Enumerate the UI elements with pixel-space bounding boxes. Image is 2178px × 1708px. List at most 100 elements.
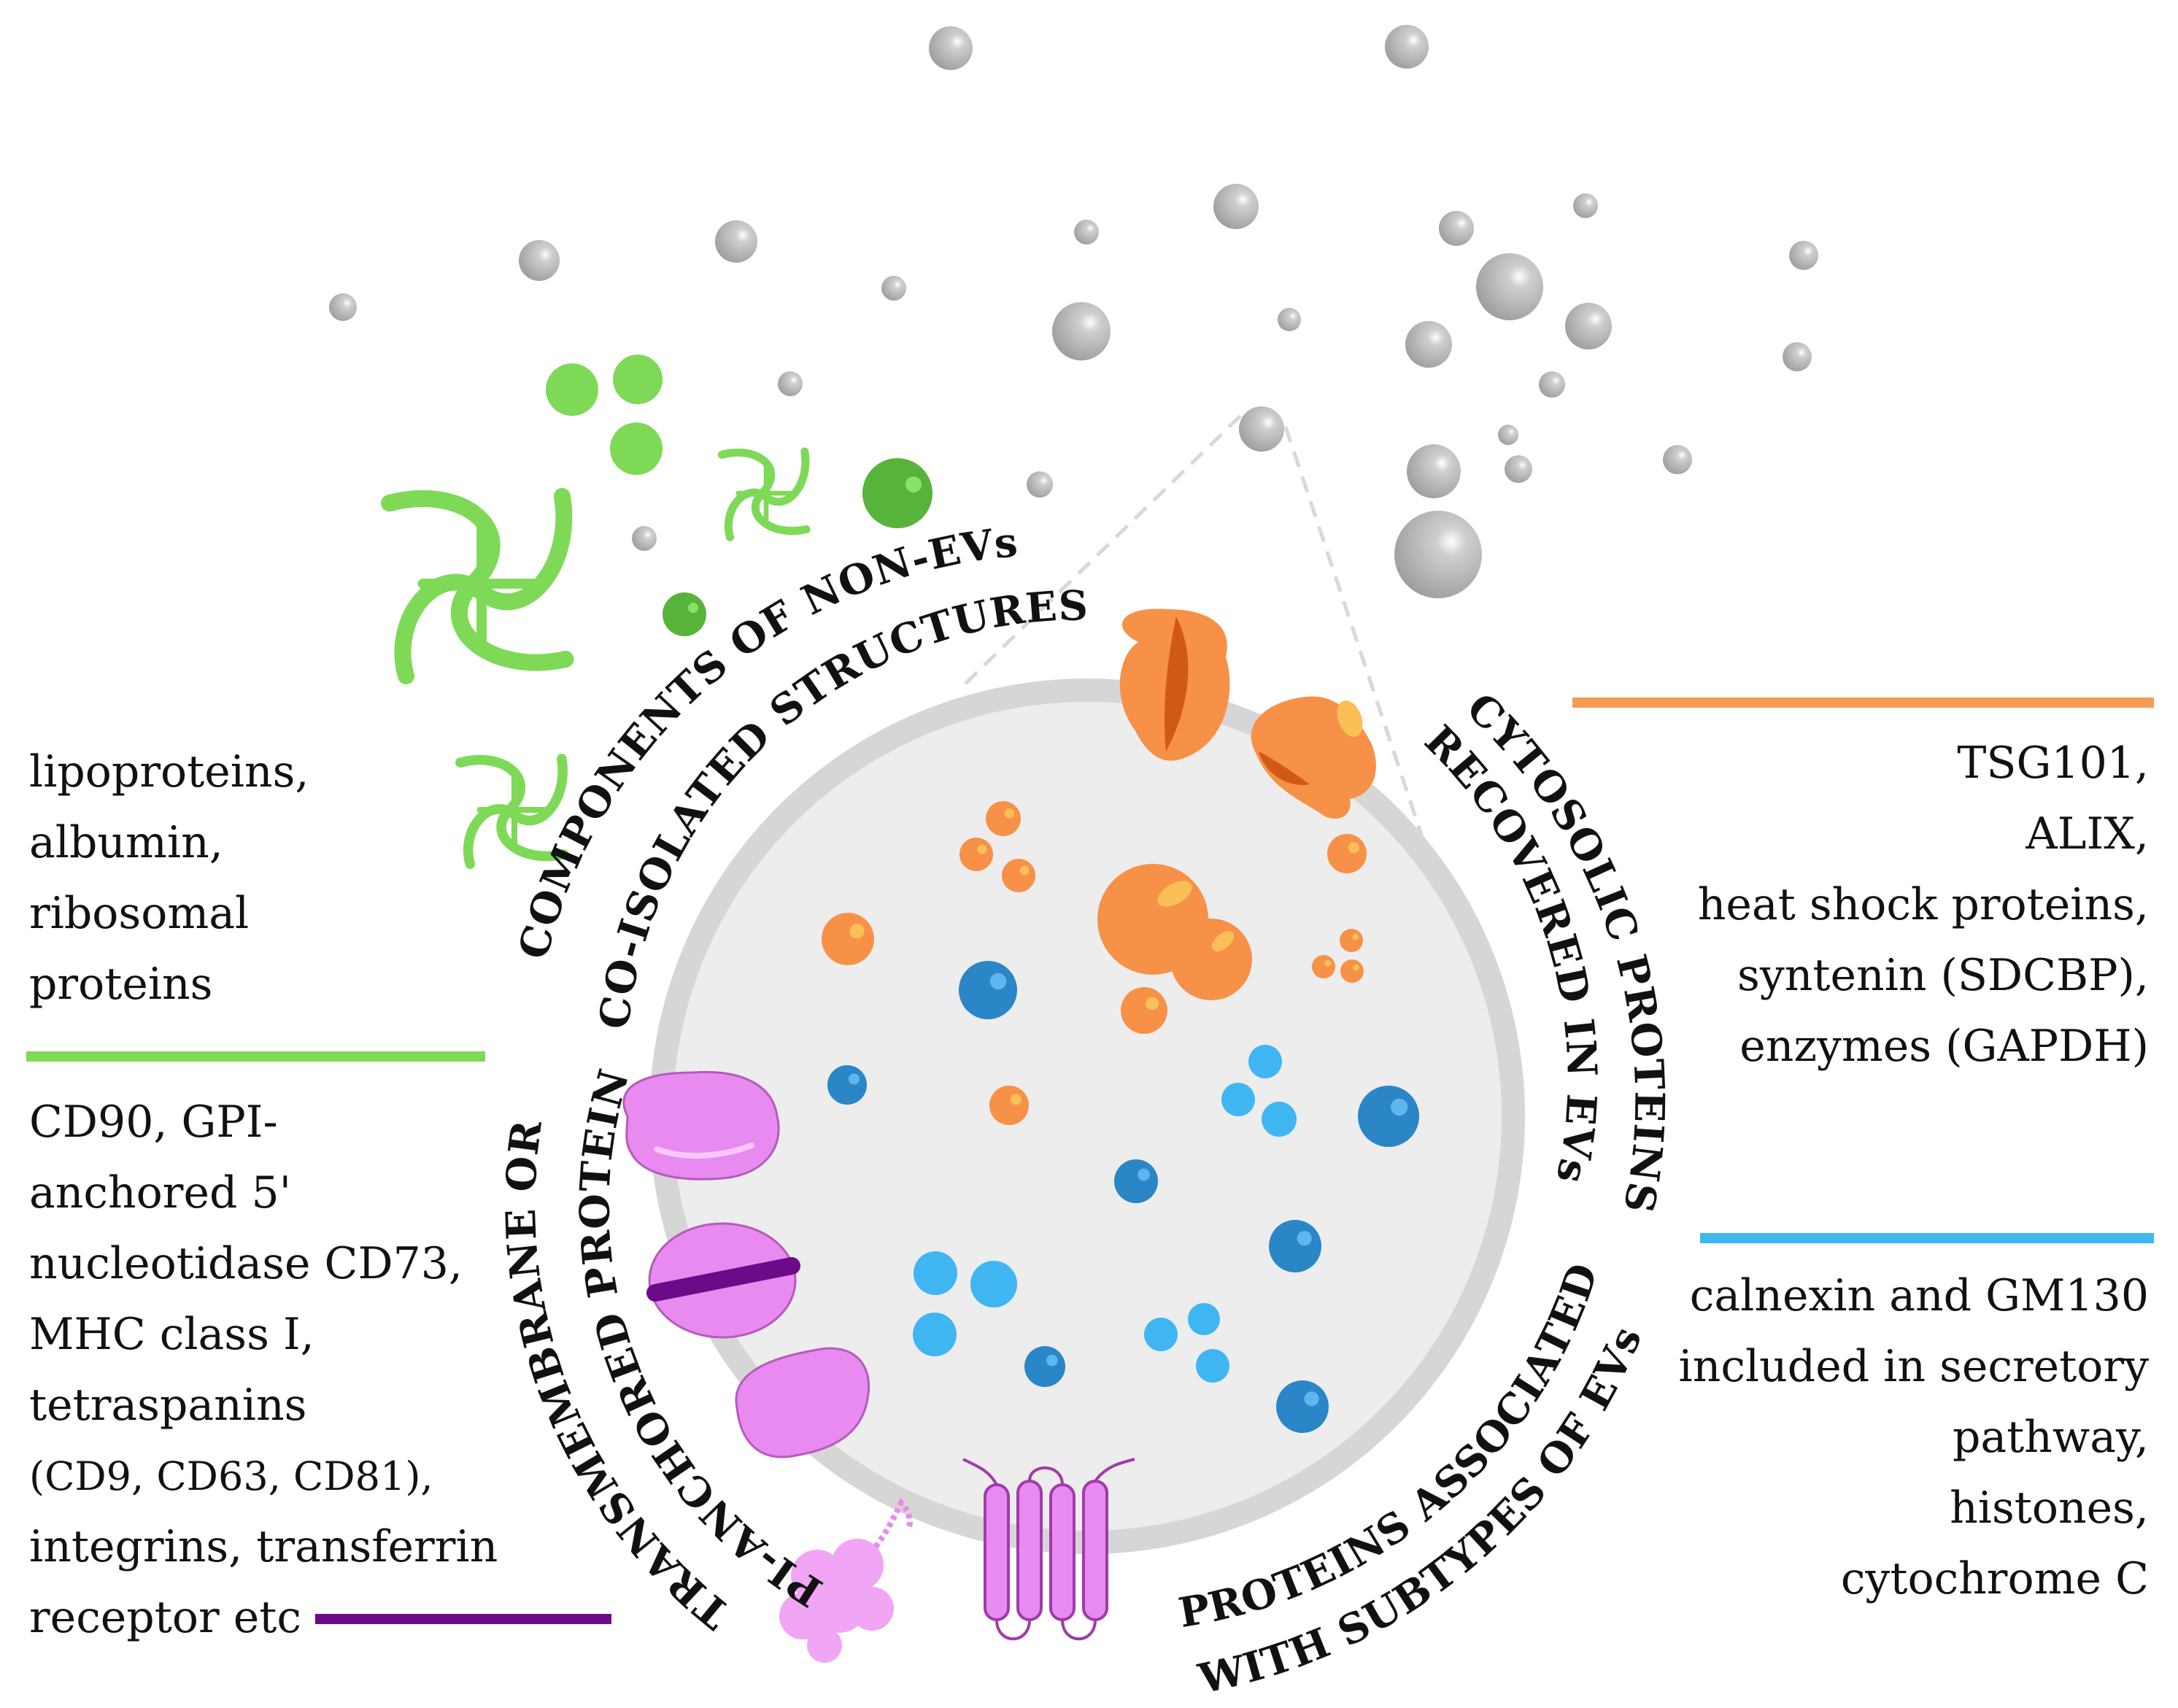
cytosolic-proteins xyxy=(822,608,1376,1125)
subtype-proteins-list: calnexin and GM130 included in secretory… xyxy=(1679,1261,2149,1615)
grey-ev-particle xyxy=(1789,241,1818,270)
list-item: cytochrome C xyxy=(1840,1553,2149,1604)
light-blue-protein xyxy=(1262,1102,1297,1137)
light-blue-protein xyxy=(1144,1318,1178,1351)
orange-cytosolic-protein xyxy=(822,913,874,965)
category-separator-lines xyxy=(26,698,2154,1624)
light-blue-protein xyxy=(914,1251,957,1295)
orange-membrane-channel-icon xyxy=(1119,608,1230,761)
orange-cytosolic-protein xyxy=(1340,959,1364,983)
list-item: calnexin and GM130 xyxy=(1689,1270,2149,1321)
green-albumin-particle xyxy=(663,592,706,636)
zoom-line-left xyxy=(962,414,1242,687)
grey-ev-particle xyxy=(1407,444,1461,498)
grey-ev-particle xyxy=(1394,511,1482,598)
dark-blue-protein xyxy=(1269,1220,1321,1272)
orange-cytosolic-protein xyxy=(1340,929,1363,952)
list-item: tetraspanins xyxy=(29,1380,307,1431)
green-lipoprotein-particle xyxy=(610,422,663,475)
list-item: included in secretory xyxy=(1678,1341,2149,1392)
orange-cytosolic-protein-highlight xyxy=(977,844,987,854)
dark-blue-protein xyxy=(1114,1159,1158,1203)
albumin-highlight xyxy=(688,603,698,613)
grey-ev-particle xyxy=(1565,303,1612,349)
list-item: anchored 5' xyxy=(29,1167,292,1218)
list-item: lipoproteins, xyxy=(29,746,309,797)
list-item: pathway, xyxy=(1952,1412,2149,1463)
orange-cytosolic-protein xyxy=(1121,987,1167,1034)
grey-ev-particle xyxy=(329,293,357,321)
orange-cytosolic-protein-highlight xyxy=(1004,808,1015,819)
green-albumin-particle xyxy=(862,458,932,528)
grey-ev-particle xyxy=(519,240,560,281)
grey-ev-particle xyxy=(632,526,657,551)
grey-ev-particle xyxy=(1052,302,1111,360)
dark-blue-protein-highlight xyxy=(848,1073,860,1085)
ribosomal-protein-large-icon xyxy=(381,487,574,684)
list-item: albumin, xyxy=(29,817,223,868)
orange-cytosolic-protein xyxy=(959,838,993,871)
dark-blue-protein xyxy=(1358,1086,1419,1147)
light-blue-protein xyxy=(1196,1349,1229,1383)
grey-ev-particle xyxy=(881,276,906,301)
list-item: histones, xyxy=(1950,1483,2149,1534)
grey-ev-particle xyxy=(1405,321,1452,368)
grey-ev-particle xyxy=(1239,406,1284,452)
orange-cytosolic-protein-highlight xyxy=(1348,842,1360,854)
pink-channel-protein-icon xyxy=(646,1222,800,1339)
orange-cytosolic-protein-highlight xyxy=(1010,1094,1022,1105)
grey-ev-particle xyxy=(715,220,757,263)
transmembrane-proteins xyxy=(622,1070,1135,1663)
grey-ev-particle xyxy=(778,371,803,396)
orange-receptor-icon xyxy=(1251,696,1376,819)
orange-cytosolic-protein xyxy=(986,801,1021,836)
light-blue-protein xyxy=(1248,1045,1282,1078)
grey-ev-particles xyxy=(329,25,1818,598)
orange-protein-highlight xyxy=(1211,931,1235,951)
list-item: integrins, transferrin xyxy=(29,1521,498,1572)
grey-ev-particle xyxy=(1783,342,1812,371)
list-item: heat shock proteins, xyxy=(1697,879,2149,930)
grey-ev-particle xyxy=(1027,471,1053,498)
orange-cytosolic-protein-highlight xyxy=(1324,959,1332,967)
dark-blue-protein xyxy=(1024,1346,1065,1387)
list-item: ALIX, xyxy=(2026,808,2149,859)
light-blue-protein xyxy=(913,1313,957,1356)
orange-large-protein xyxy=(1170,919,1252,1000)
grey-ev-particle xyxy=(1074,220,1099,244)
albumin-highlight xyxy=(905,476,922,492)
list-item: nucleotidase CD73, xyxy=(29,1238,463,1289)
orange-cytosolic-protein xyxy=(1312,955,1335,978)
grey-ev-particle xyxy=(1213,184,1259,229)
green-lipoprotein-particle xyxy=(546,363,598,416)
orange-cytosolic-protein-highlight xyxy=(1146,997,1159,1010)
grey-ev-particle xyxy=(1385,25,1429,69)
cytosolic-proteins-list: TSG101, ALIX, heat shock proteins, synte… xyxy=(1698,728,2149,1082)
grey-ev-particle xyxy=(1498,425,1518,445)
list-item: CD90, GPI- xyxy=(29,1097,278,1148)
list-item: receptor etc xyxy=(29,1592,301,1643)
dark-blue-protein xyxy=(1276,1380,1329,1433)
extracellular-vesicle xyxy=(649,679,1525,1554)
list-item: ribosomal xyxy=(29,888,250,939)
pink-membrane-protein-bottom-icon xyxy=(735,1347,870,1458)
dark-blue-protein-highlight xyxy=(1297,1231,1312,1246)
list-item: TSG101, xyxy=(1957,738,2149,789)
dark-blue-protein-highlight xyxy=(1138,1168,1150,1181)
orange-cytosolic-protein-highlight xyxy=(1352,933,1359,940)
orange-protein-highlight xyxy=(1157,881,1192,907)
transmembrane-proteins-list: CD90, GPI- anchored 5' nucleotidase CD73… xyxy=(29,1087,498,1653)
orange-cytosolic-protein xyxy=(989,1086,1029,1125)
grey-ev-particle xyxy=(1663,445,1692,474)
light-blue-protein xyxy=(1188,1303,1220,1335)
light-blue-protein xyxy=(970,1261,1017,1307)
list-item: syntenin (SDCBP), xyxy=(1737,950,2149,1001)
orange-cytosolic-protein-highlight xyxy=(1019,865,1030,876)
grey-ev-particle xyxy=(1505,455,1532,483)
orange-cytosolic-protein-highlight xyxy=(849,924,865,939)
dark-blue-protein-highlight xyxy=(989,973,1007,990)
orange-cytosolic-protein xyxy=(1002,859,1035,892)
dark-blue-protein xyxy=(959,961,1017,1019)
tetraspanin-icon xyxy=(962,1458,1135,1641)
